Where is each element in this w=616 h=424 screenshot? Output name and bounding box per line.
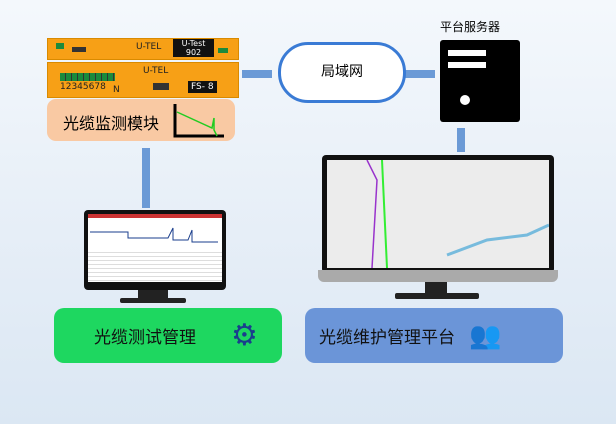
port-icon xyxy=(218,48,228,53)
meeting-icon: 👥 xyxy=(469,320,502,351)
right-button-label: 光缆维护管理平台 xyxy=(319,328,455,348)
monitor-stand xyxy=(138,290,168,300)
cloud-label: 局域网 xyxy=(321,64,363,80)
arrow-module-test xyxy=(142,148,150,208)
model-number: 902 xyxy=(185,48,202,57)
ports-label: 12345678 xyxy=(60,82,106,92)
cable-test-management-button[interactable]: 光缆测试管理 ⚙ xyxy=(54,308,282,363)
arrow-server-platform xyxy=(457,128,465,152)
port-icon xyxy=(153,83,169,90)
arrow-lan-server xyxy=(405,70,435,78)
monitor-base xyxy=(120,298,186,303)
server-icon xyxy=(440,40,520,122)
brand-label: U-TEL xyxy=(136,42,162,52)
cable-maintenance-platform-button[interactable]: 光缆维护管理平台 👥 xyxy=(305,308,563,363)
module-label: 光缆监测模块 xyxy=(63,114,160,133)
otdr-device-bottom: 12345678 N U-TEL FS- 8 xyxy=(47,62,239,98)
map-screen xyxy=(327,160,549,268)
monitor-base xyxy=(395,293,479,299)
monitor-bezel xyxy=(318,270,558,282)
port-icon xyxy=(72,47,86,52)
otdr-trace-icon xyxy=(173,104,224,138)
fiber-ports-icon xyxy=(60,73,115,81)
gear-wrench-icon: ⚙ xyxy=(231,318,258,353)
ports-n: N xyxy=(113,85,120,95)
model-name: U-Test xyxy=(181,39,206,48)
server-label: 平台服务器 xyxy=(440,20,501,34)
monitor-stand xyxy=(425,282,447,294)
left-button-label: 光缆测试管理 xyxy=(94,328,196,348)
fs-badge: FS- 8 xyxy=(188,81,217,93)
test-software-screen xyxy=(88,214,222,282)
arrow-module-lan xyxy=(242,70,272,78)
lan-cloud-icon: 局域网 xyxy=(278,42,406,103)
test-monitor xyxy=(84,210,226,290)
monitor-module: 光缆监测模块 xyxy=(47,99,235,141)
brand-label: U-TEL xyxy=(143,66,169,76)
indicator-icon xyxy=(56,43,64,49)
platform-monitor xyxy=(322,155,554,273)
